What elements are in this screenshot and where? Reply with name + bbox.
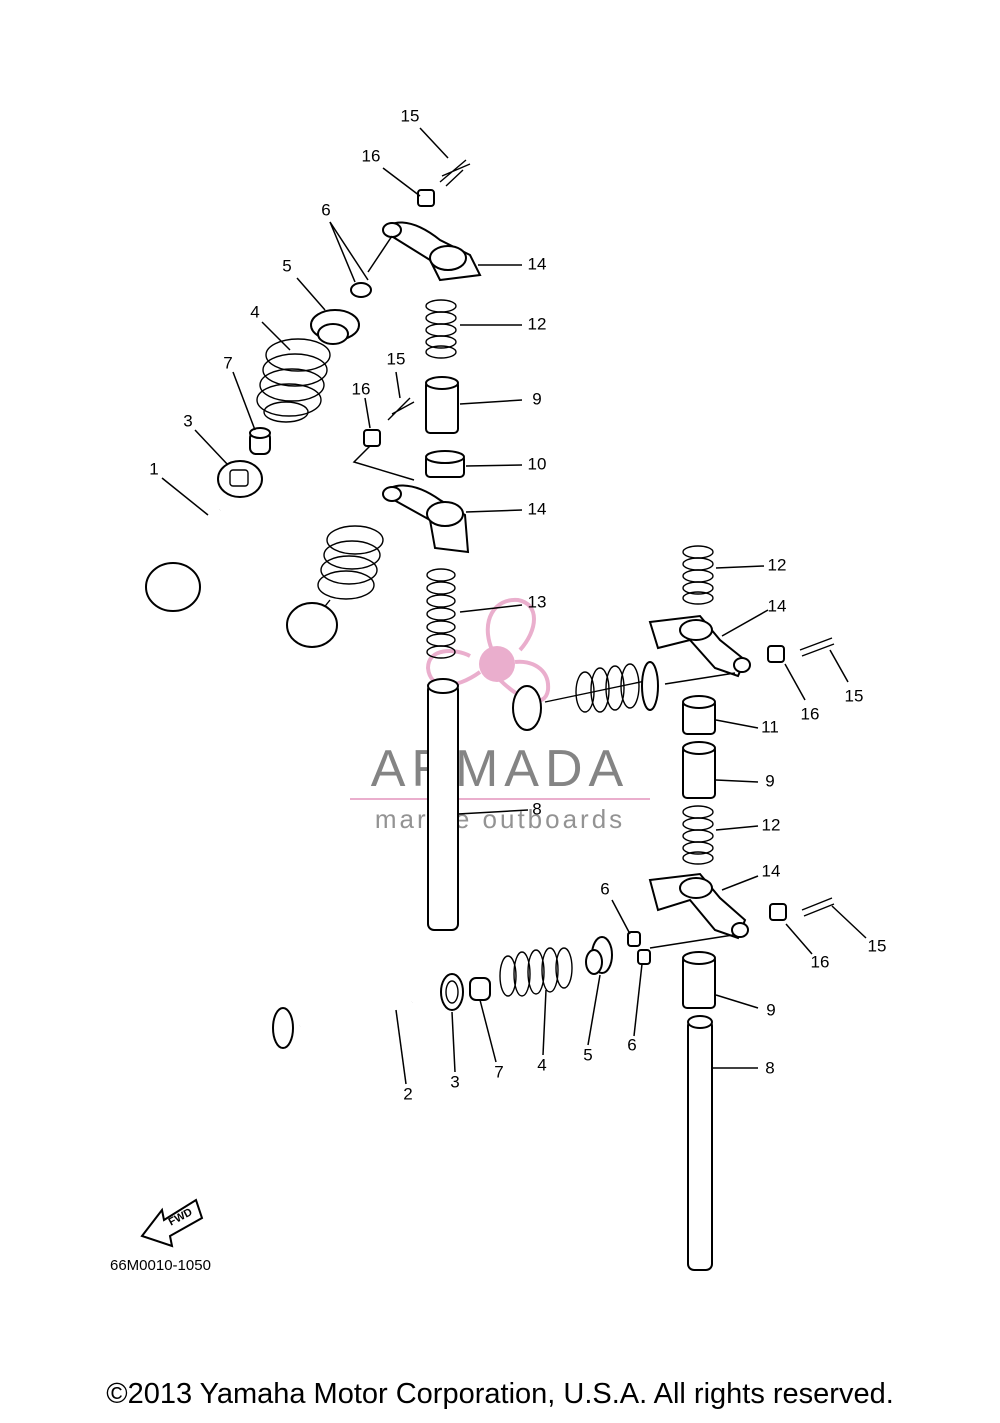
callout-16: 16 (352, 379, 371, 398)
callout-10: 10 (528, 454, 547, 473)
lock-nut-16-top (417, 189, 435, 207)
rocker-spring-12-right-top (682, 545, 714, 605)
rocker-shaft-8-left (427, 678, 459, 931)
callout-8: 8 (532, 799, 541, 818)
lock-nut-16-right-top (767, 645, 785, 663)
callout-1: 1 (149, 459, 158, 478)
callout-16: 16 (811, 952, 830, 971)
callout-7: 7 (494, 1062, 503, 1081)
spring-retainer-5 (310, 309, 360, 345)
leader-lines (161, 127, 867, 1085)
callout-16: 16 (362, 146, 381, 165)
callout-7: 7 (223, 353, 232, 372)
callout-14: 14 (768, 596, 787, 615)
armada-watermark: ARMADA marine outboards (350, 597, 650, 834)
lock-nut-16-right-bottom (769, 903, 787, 921)
rocker-arm-14-right-bottom (648, 872, 749, 940)
callout-9: 9 (766, 1000, 775, 1019)
callout-5: 5 (583, 1045, 592, 1064)
rocker-arm-14-top (382, 221, 482, 282)
rocker-spring-12-top (425, 299, 457, 359)
rocker-shaft-8-right (687, 1015, 713, 1271)
valve-seal-7-bottom (469, 977, 491, 1001)
washer-3-bottom (440, 973, 464, 1011)
valve-1 (145, 509, 222, 612)
callout-3: 3 (450, 1072, 459, 1091)
callout-numbers: 15 16 6 5 4 7 3 1 14 12 15 16 9 10 14 13… (149, 106, 886, 1103)
callout-9: 9 (765, 771, 774, 790)
callout-12: 12 (762, 815, 781, 834)
callout-14: 14 (762, 861, 781, 880)
callout-5: 5 (282, 256, 291, 275)
valve-seal-7 (249, 427, 271, 455)
assembled-valve-left (286, 525, 384, 648)
valve-cotter-6-bottom (627, 931, 651, 965)
rocker-arm-14-right-top (648, 614, 751, 678)
collar-9-right (682, 741, 716, 799)
watermark-tagline: marine outboards (375, 804, 625, 834)
adjusting-screw-15-top (439, 159, 471, 187)
lock-nut-16-second (363, 429, 381, 447)
callout-6: 6 (321, 200, 330, 219)
adjusting-screw-15-second (387, 397, 415, 421)
callout-3: 3 (183, 411, 192, 430)
valve-cotter-6 (350, 282, 372, 298)
callout-12: 12 (768, 555, 787, 574)
valve-spring-4-bottom (499, 947, 573, 997)
callout-6: 6 (627, 1035, 636, 1054)
adjusting-screw-15-right-top (799, 637, 835, 657)
callout-4: 4 (250, 302, 259, 321)
callout-14: 14 (528, 499, 547, 518)
callout-16: 16 (801, 704, 820, 723)
forward-direction-icon: FWD (140, 1198, 204, 1248)
washer-3 (217, 460, 263, 498)
spring-retainer-5-bottom (585, 936, 613, 975)
callout-14: 14 (528, 254, 547, 273)
collar-11 (682, 695, 716, 735)
rocker-spring-12-right-mid (682, 805, 714, 865)
callout-8: 8 (765, 1058, 774, 1077)
callout-6: 6 (600, 879, 609, 898)
callout-15: 15 (868, 936, 887, 955)
callout-2: 2 (403, 1084, 412, 1103)
callout-13: 13 (528, 592, 547, 611)
assembled-valve-right (512, 661, 659, 731)
valve-2 (272, 1000, 413, 1049)
callout-9: 9 (532, 389, 541, 408)
valve-spring-4 (256, 338, 331, 423)
adjusting-screw-15-right-bottom (801, 897, 835, 917)
collar-9-bottom (682, 951, 716, 1009)
callout-15: 15 (401, 106, 420, 125)
callout-12: 12 (528, 314, 547, 333)
rocker-arm-14-second (382, 484, 470, 554)
watermark-brand: ARMADA (371, 740, 629, 798)
callout-15: 15 (387, 349, 406, 368)
collar-9-top (425, 376, 459, 434)
diagram-code: 66M0010-1050 (110, 1257, 211, 1274)
copyright-notice: ©2013 Yamaha Motor Corporation, U.S.A. A… (106, 1378, 894, 1410)
rocker-spring-13 (426, 568, 456, 659)
callout-15: 15 (845, 686, 864, 705)
callout-11: 11 (761, 717, 779, 736)
callout-4: 4 (537, 1055, 546, 1074)
collar-10 (425, 450, 465, 478)
